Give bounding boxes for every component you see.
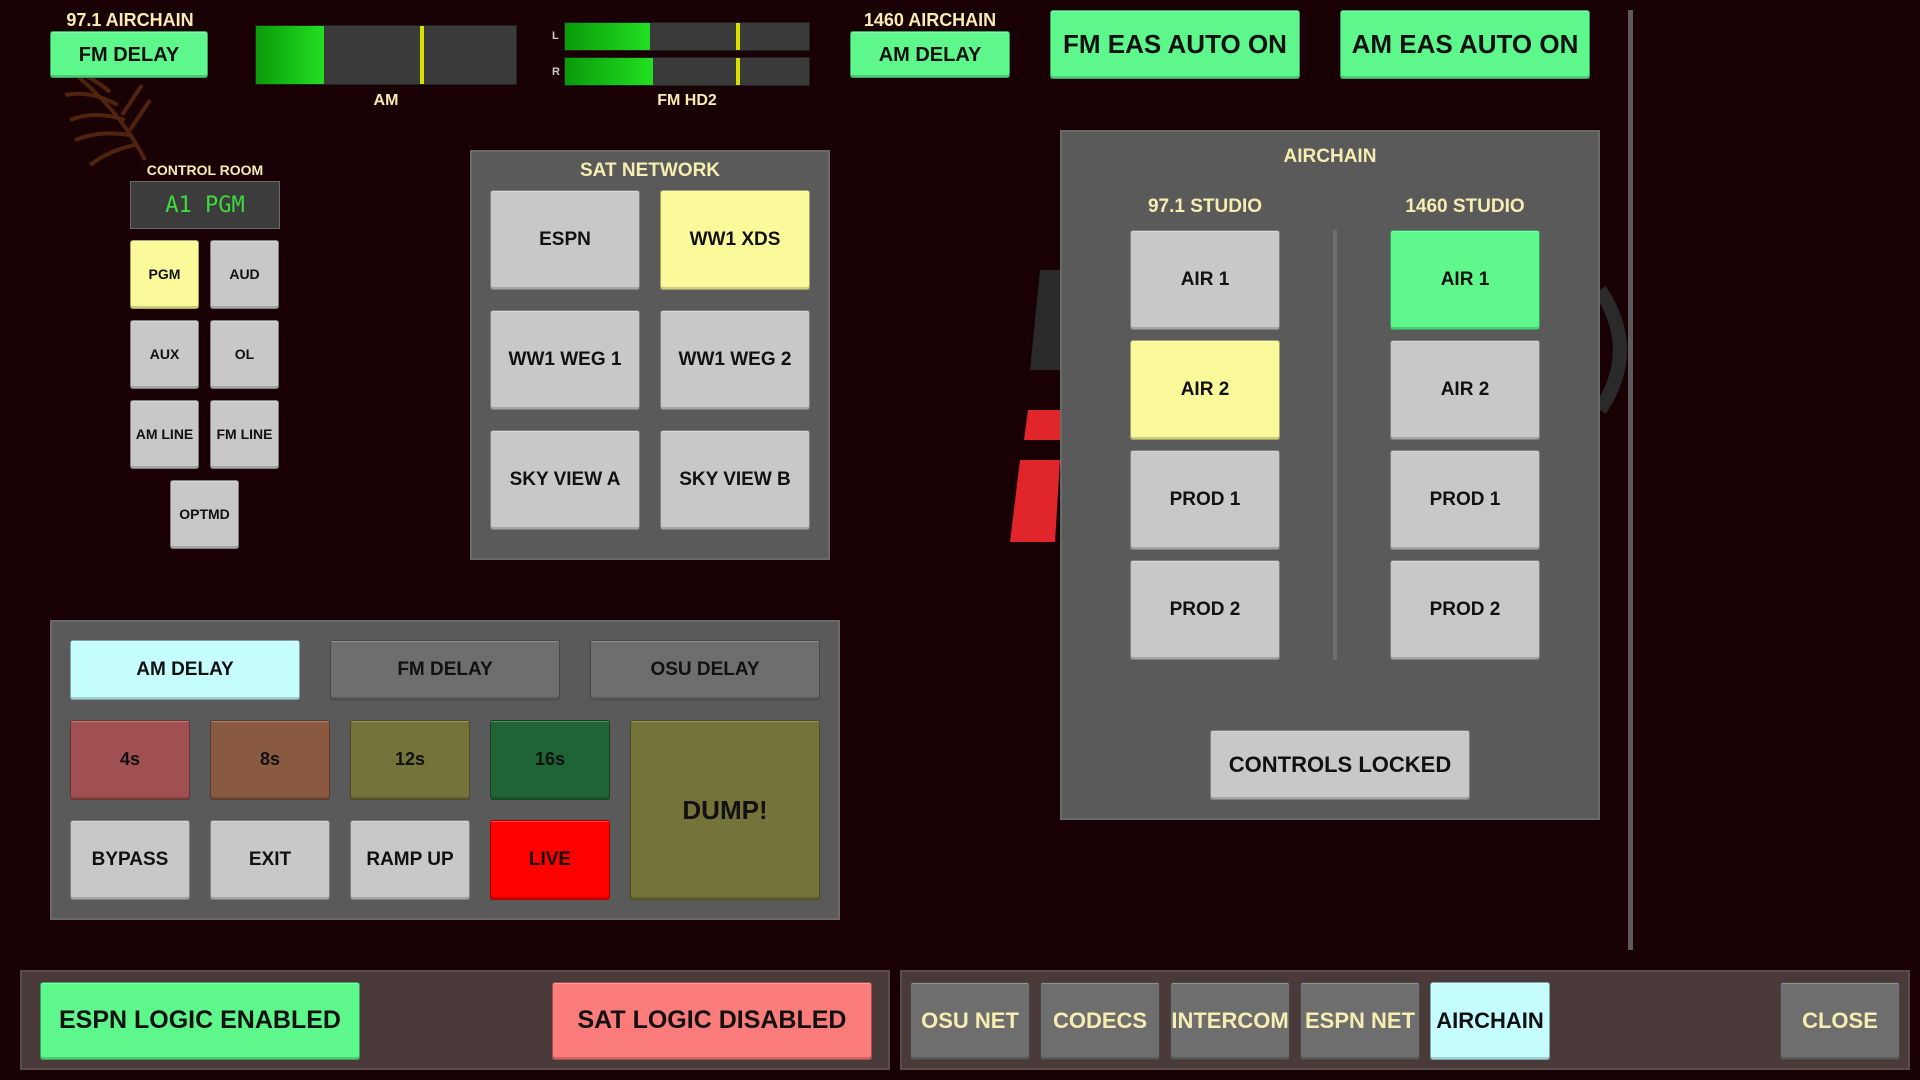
wheat-logo — [64, 68, 152, 167]
studio-divider — [1333, 230, 1337, 660]
sat-network-panel: SAT NETWORK ESPN WW1 XDS WW1 WEG 1 WW1 W… — [470, 150, 830, 560]
close-button[interactable]: CLOSE — [1780, 982, 1900, 1060]
am-meter-level — [256, 26, 324, 84]
cr-ol-button[interactable]: OL — [210, 320, 279, 389]
am-meter — [255, 25, 517, 85]
delay-ramp-up-button[interactable]: RAMP UP — [350, 820, 470, 900]
fmhd2-meter-l-peak — [735, 23, 740, 50]
sat-ww1-weg1-button[interactable]: WW1 WEG 1 — [490, 310, 640, 410]
airchain-panel: AIRCHAIN 97.1 STUDIO 1460 STUDIO AIR 1 A… — [1060, 130, 1600, 820]
am-prod1-button[interactable]: PROD 1 — [1390, 450, 1540, 550]
airchain-title: AIRCHAIN — [1283, 146, 1377, 167]
am-air1-button[interactable]: AIR 1 — [1390, 230, 1540, 330]
delay-bypass-button[interactable]: BYPASS — [70, 820, 190, 900]
sat-skyview-b-button[interactable]: SKY VIEW B — [660, 430, 810, 530]
cr-am-line-button[interactable]: AM LINE — [130, 400, 199, 469]
fmhd2-meter-label: FM HD2 — [657, 92, 717, 109]
am-prod2-button[interactable]: PROD 2 — [1390, 560, 1540, 660]
cr-pgm-button[interactable]: PGM — [130, 240, 199, 309]
fm-delay-button[interactable]: FM DELAY — [50, 31, 208, 78]
tab-am-delay[interactable]: AM DELAY — [70, 640, 300, 700]
fm-prod2-button[interactable]: PROD 2 — [1130, 560, 1280, 660]
delay-12s-button[interactable]: 12s — [350, 720, 470, 800]
am-meter-label: AM — [373, 92, 399, 109]
tab-osu-delay[interactable]: OSU DELAY — [590, 640, 820, 700]
nav-espn-net[interactable]: ESPN NET — [1300, 982, 1420, 1060]
fmhd2-channel-l-label: L — [552, 30, 559, 42]
cr-fm-line-button[interactable]: FM LINE — [210, 400, 279, 469]
am-eas-button[interactable]: AM EAS AUTO ON — [1340, 10, 1590, 79]
sat-network-title: SAT NETWORK — [579, 160, 721, 181]
nav-airchain[interactable]: AIRCHAIN — [1430, 982, 1550, 1060]
delay-panel: AM DELAY FM DELAY OSU DELAY 4s 8s 12s 16… — [50, 620, 840, 920]
fm-air1-button[interactable]: AIR 1 — [1130, 230, 1280, 330]
fm-airchain-label: 97.1 AIRCHAIN — [66, 10, 194, 30]
am-airchain-label: 1460 AIRCHAIN — [863, 10, 997, 30]
am-air2-button[interactable]: AIR 2 — [1390, 340, 1540, 440]
delay-live-button[interactable]: LIVE — [490, 820, 610, 900]
logic-bar: ESPN LOGIC ENABLED SAT LOGIC DISABLED — [20, 970, 890, 1070]
sat-ww1-xds-button[interactable]: WW1 XDS — [660, 190, 810, 290]
fm-air2-button[interactable]: AIR 2 — [1130, 340, 1280, 440]
cr-aux-button[interactable]: AUX — [130, 320, 199, 389]
fmhd2-meter-l-level — [565, 23, 651, 50]
sat-skyview-a-button[interactable]: SKY VIEW A — [490, 430, 640, 530]
nav-bar: OSU NET CODECS INTERCOM ESPN NET AIRCHAI… — [900, 970, 1910, 1070]
cr-optmd-button[interactable]: OPTMD — [170, 480, 239, 549]
delay-exit-button[interactable]: EXIT — [210, 820, 330, 900]
nav-osu-net[interactable]: OSU NET — [910, 982, 1030, 1060]
am-delay-button[interactable]: AM DELAY — [850, 31, 1010, 78]
delay-4s-button[interactable]: 4s — [70, 720, 190, 800]
fmhd2-meter-r-level — [565, 58, 653, 85]
espn-logic-button[interactable]: ESPN LOGIC ENABLED — [40, 982, 360, 1060]
fmhd2-meter-l — [564, 22, 810, 51]
control-room-title: CONTROL ROOM — [146, 162, 264, 178]
studio-am-title: 1460 STUDIO — [1405, 196, 1525, 217]
dump-button[interactable]: DUMP! — [630, 720, 820, 900]
control-room-display: A1 PGM — [130, 181, 280, 229]
studio-fm-title: 97.1 STUDIO — [1147, 196, 1263, 217]
sat-logic-button[interactable]: SAT LOGIC DISABLED — [552, 982, 872, 1060]
fm-eas-button[interactable]: FM EAS AUTO ON — [1050, 10, 1300, 79]
fmhd2-meter-r — [564, 57, 810, 86]
vertical-divider — [1628, 10, 1633, 950]
delay-16s-button[interactable]: 16s — [490, 720, 610, 800]
sat-espn-button[interactable]: ESPN — [490, 190, 640, 290]
nav-intercom[interactable]: INTERCOM — [1170, 982, 1290, 1060]
cr-aud-button[interactable]: AUD — [210, 240, 279, 309]
fmhd2-meter-r-peak — [735, 58, 740, 85]
am-meter-peak — [419, 26, 424, 84]
sat-ww1-weg2-button[interactable]: WW1 WEG 2 — [660, 310, 810, 410]
controls-locked-button[interactable]: CONTROLS LOCKED — [1210, 730, 1470, 800]
fm-prod1-button[interactable]: PROD 1 — [1130, 450, 1280, 550]
nav-codecs[interactable]: CODECS — [1040, 982, 1160, 1060]
delay-8s-button[interactable]: 8s — [210, 720, 330, 800]
fmhd2-channel-r-label: R — [552, 66, 560, 78]
tab-fm-delay[interactable]: FM DELAY — [330, 640, 560, 700]
